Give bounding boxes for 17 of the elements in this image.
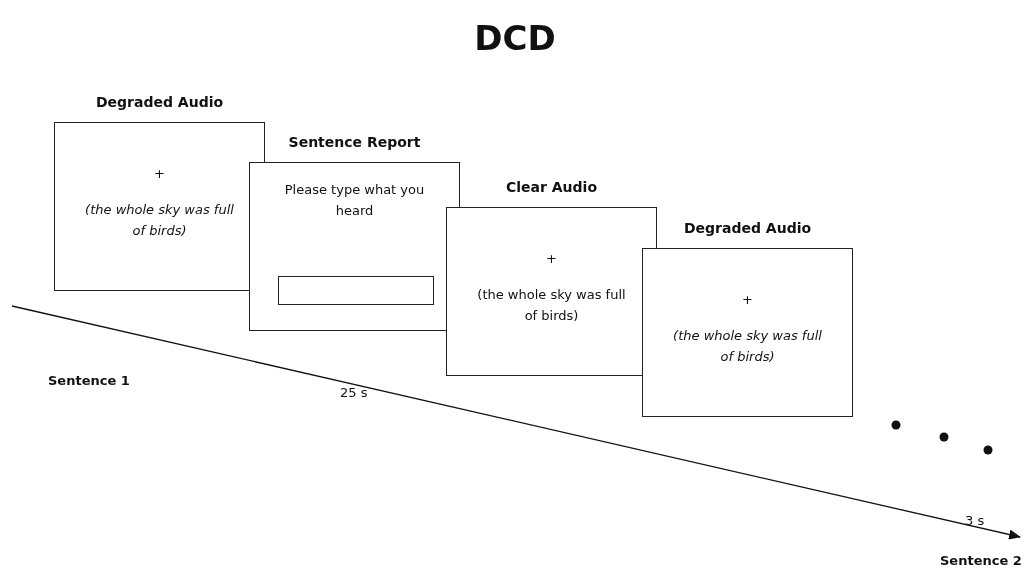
duration-label: 25 s [340, 385, 368, 400]
sentence-text: (the whole sky was full of birds) [672, 327, 823, 366]
sentence-label: Sentence 1 [48, 373, 130, 388]
title: DCD [473, 18, 557, 58]
screen-heading: Degraded Audio [94, 94, 225, 110]
input-field [278, 276, 434, 305]
instruction-text: Please type what you heard [283, 181, 426, 220]
screen-heading: Degraded Audio [682, 220, 813, 236]
screen-heading: Clear Audio [504, 179, 598, 195]
screen-heading: Sentence Report [287, 134, 422, 150]
sentence-text: (the whole sky was full of birds) [84, 201, 235, 240]
fixation-cross: + [545, 250, 558, 268]
fixation-cross: + [741, 291, 754, 309]
duration-label: 3 s [965, 513, 985, 528]
sentence-label: Sentence 2 [940, 553, 1022, 568]
sentence-text: (the whole sky was full of birds) [476, 286, 627, 325]
fixation-cross: + [153, 165, 166, 183]
